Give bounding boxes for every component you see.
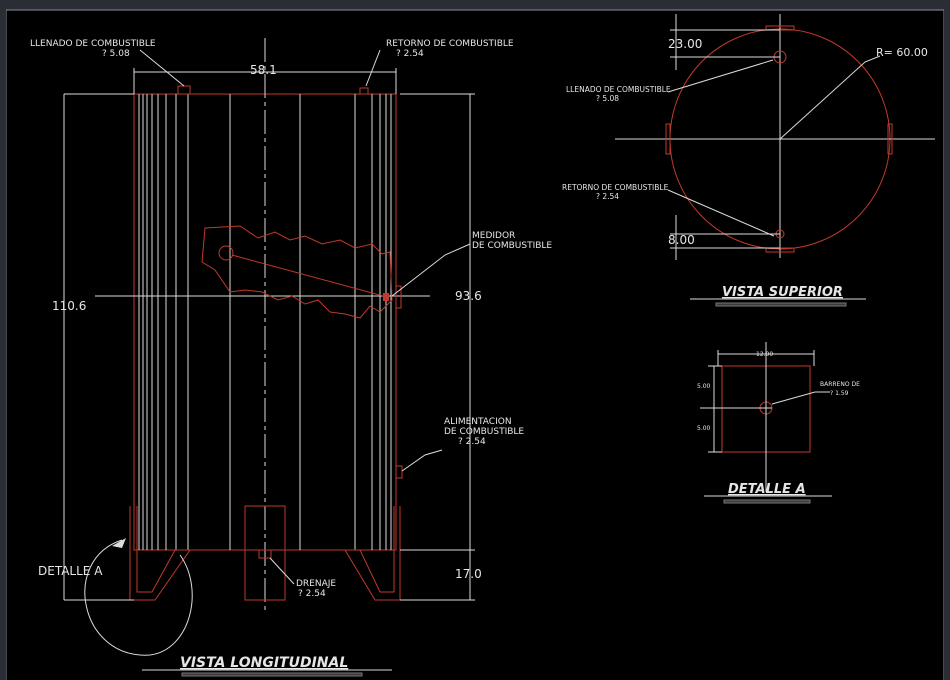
title-longitudinal: VISTA LONGITUDINAL	[180, 655, 348, 671]
title-superior: VISTA SUPERIOR	[722, 285, 843, 300]
fill-label-line1: LLENADO DE COMBUSTIBLE	[30, 39, 156, 49]
detail-dimension-lines	[708, 350, 830, 453]
dimension-lines	[63, 49, 475, 601]
gauge-float	[218, 245, 234, 261]
gauge-cutaway	[201, 225, 393, 319]
top-dimension-lines	[667, 14, 881, 260]
dim-width: 58.1	[250, 63, 277, 77]
dim-support-height: 17.0	[455, 567, 482, 581]
top-fill-label-line1: LLENADO DE COMBUSTIBLE	[566, 85, 671, 94]
return-label-line2: ? 2.54	[396, 49, 424, 59]
title-superior-bar	[715, 302, 847, 307]
fill-fitting	[177, 85, 191, 95]
gauge-fitting	[395, 285, 402, 309]
detail-hole-label-line2: ? 1.59	[830, 390, 849, 397]
supply-label-line3: ? 2.54	[458, 437, 486, 447]
supply-label-line2: DE COMBUSTIBLE	[444, 427, 524, 437]
detail-dim-left-bottom: 5.00	[697, 425, 711, 432]
title-longitudinal-bar	[181, 672, 363, 677]
detail-dim-width: 12.00	[756, 351, 773, 358]
return-label-line1: RETORNO DE COMBUSTIBLE	[386, 39, 514, 49]
drain-label-line2: ? 2.54	[298, 589, 326, 599]
top-return-label-line2: ? 2.54	[596, 192, 619, 201]
detail-a-reference: DETALLE A	[38, 564, 103, 578]
detail-a-callout-arc	[84, 539, 193, 656]
drain-label-line1: DRENAJE	[296, 579, 336, 589]
detail-dim-left-top: 5.00	[697, 383, 711, 390]
drain-fitting	[258, 549, 272, 559]
gauge-label-line1: MEDIDOR	[472, 231, 515, 241]
dim-height: 110.6	[52, 299, 86, 313]
dim-body-height: 93.6	[455, 289, 482, 303]
top-lug-left	[665, 123, 671, 155]
top-dim-23: 23.00	[668, 37, 702, 51]
top-dim-8: 8.00	[668, 233, 695, 247]
tank-top-view: 23.00 8.00 R= 60.00 LLENADO DE COMBUSTIB…	[562, 14, 935, 307]
detail-hole-label-line1: BARRENO DE	[820, 381, 860, 388]
gauge-arm	[231, 254, 388, 298]
tank-longitudinal-view: LLENADO DE COMBUSTIBLE ? 5.08 RETORNO DE…	[30, 38, 552, 677]
fill-label-line2: ? 5.08	[102, 49, 130, 59]
tank-supports	[129, 506, 401, 601]
gauge-label-line2: DE COMBUSTIBLE	[472, 241, 552, 251]
top-return-label-line1: RETORNO DE COMBUSTIBLE	[562, 183, 669, 192]
top-radius: R= 60.00	[876, 46, 928, 59]
supply-fitting	[395, 465, 403, 479]
detail-arrow	[112, 538, 126, 548]
tank-shading-lines	[138, 94, 392, 550]
title-detail: DETALLE A	[728, 482, 806, 497]
top-lug-right	[887, 123, 893, 155]
detail-a-view: 12.00 5.00 5.00 BARRENO DE ? 1.59 DETALL…	[697, 342, 860, 504]
top-fill-label-line2: ? 5.08	[596, 94, 619, 103]
supply-label-line1: ALIMENTACION	[444, 417, 512, 427]
title-detail-bar	[723, 499, 811, 504]
gauge-pivot	[383, 293, 389, 301]
return-fitting	[359, 87, 369, 95]
drain-box	[244, 505, 286, 601]
